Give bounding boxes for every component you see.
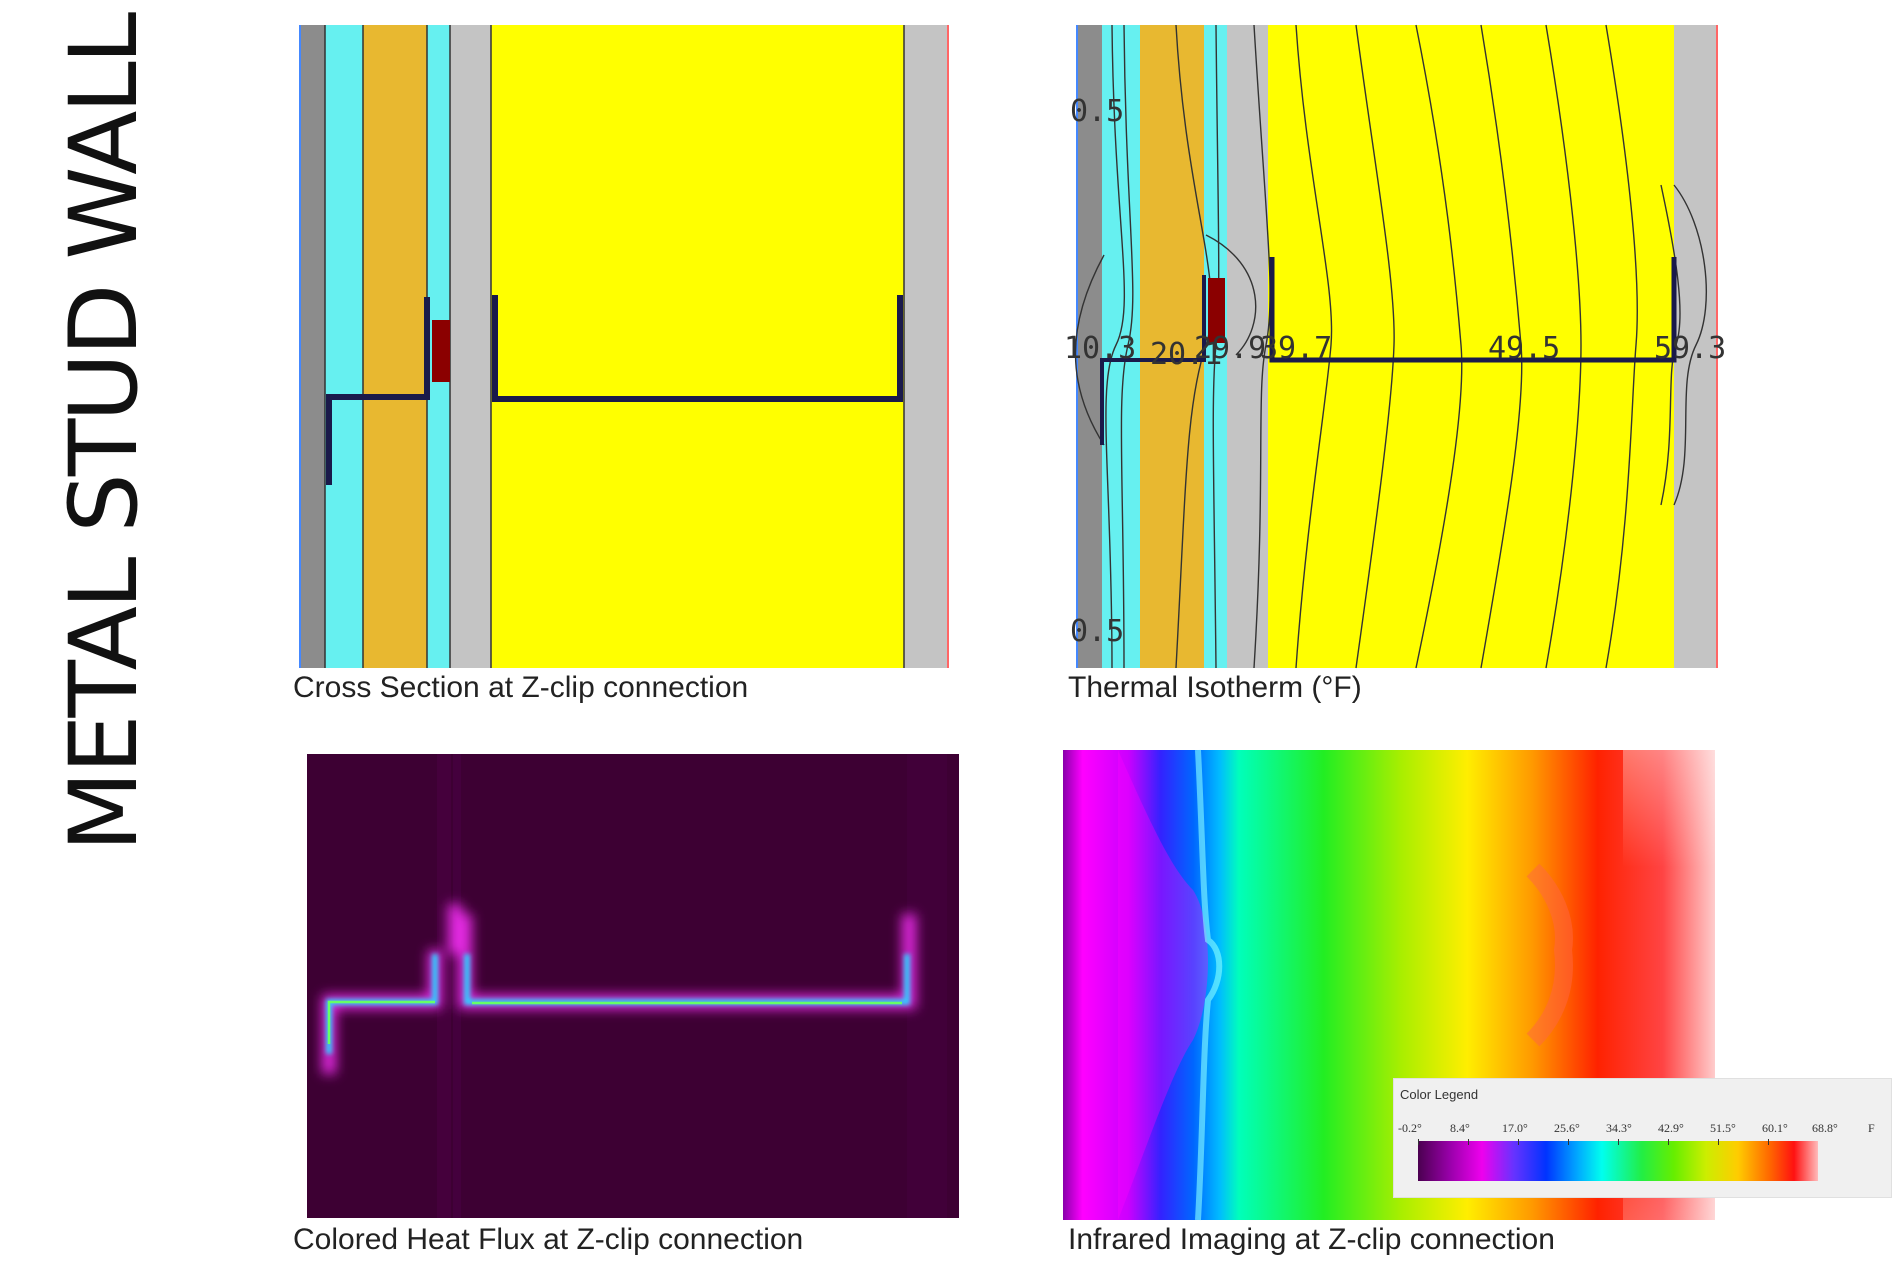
- isotherm-label-mid-2: 49.5: [1488, 331, 1560, 366]
- gypsum-inner: [904, 25, 949, 668]
- page-title: METAL STUD WALL: [50, 14, 159, 852]
- color-legend: Color Legend -0.2° 8.4° 17.0° 25.6° 34.3…: [1393, 1078, 1892, 1198]
- legend-tick: 17.0°: [1502, 1121, 1528, 1135]
- legend-tick: 42.9°: [1658, 1121, 1684, 1135]
- thermal-break-pad: [432, 320, 450, 382]
- legend-tick: 51.5°: [1710, 1121, 1736, 1135]
- isotherm-label-clip-2: 20.1: [1150, 337, 1222, 372]
- gypsum-outer: [450, 25, 491, 668]
- exterior-sheathing: [299, 25, 325, 668]
- cross-section-diagram: [299, 25, 949, 668]
- isotherm-label-clip-3: 29.9: [1194, 331, 1266, 366]
- isotherm-caption: Thermal Isotherm (°F): [1068, 671, 1362, 704]
- heat-flux-panel: [307, 754, 959, 1218]
- isotherm-panel: 0.5 0.5 10.3 20.1 29.9 39.7 49.5 59.3: [1064, 24, 1736, 669]
- color-legend-bar: [1418, 1141, 1818, 1181]
- cross-section-caption: Cross Section at Z-clip connection: [293, 671, 749, 704]
- color-legend-ticks: -0.2° 8.4° 17.0° 25.6° 34.3° 42.9° 51.5°…: [1398, 1121, 1838, 1137]
- isotherm-label-bottom: 0.5: [1070, 614, 1124, 649]
- metal-stud: [492, 295, 903, 402]
- cross-section-panel: [299, 25, 949, 668]
- cladding-layer: [363, 25, 427, 668]
- air-gap-outer: [325, 25, 363, 668]
- legend-unit: F: [1868, 1121, 1875, 1135]
- isotherm-label-right: 59.3: [1654, 331, 1726, 366]
- legend-tick: 25.6°: [1554, 1121, 1580, 1135]
- infrared-caption: Infrared Imaging at Z-clip connection: [1068, 1223, 1555, 1256]
- isotherm-diagram: 0.5 0.5 10.3 20.1 29.9 39.7 49.5 59.3: [1064, 24, 1736, 669]
- isotherm-label-clip-1: 10.3: [1064, 331, 1136, 366]
- legend-tick: -0.2°: [1398, 1121, 1422, 1135]
- heat-flux-caption: Colored Heat Flux at Z-clip connection: [293, 1223, 804, 1256]
- legend-tick: 68.8°: [1812, 1121, 1838, 1135]
- color-legend-title: Color Legend: [1400, 1087, 1479, 1102]
- legend-tick: 34.3°: [1606, 1121, 1632, 1135]
- heat-flux-diagram: [307, 754, 959, 1218]
- legend-tick: 8.4°: [1450, 1121, 1470, 1135]
- z-clip: [326, 297, 430, 485]
- isotherm-label-top: 0.5: [1070, 94, 1124, 129]
- legend-tick: 60.1°: [1762, 1121, 1788, 1135]
- stud-cavity-insulation: [491, 25, 904, 668]
- isotherm-label-mid-1: 39.7: [1260, 331, 1332, 366]
- isotherm-lines: [1074, 24, 1708, 669]
